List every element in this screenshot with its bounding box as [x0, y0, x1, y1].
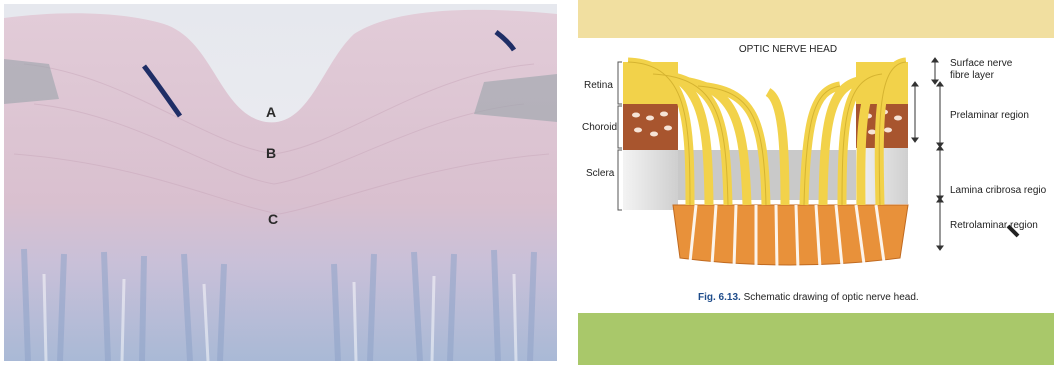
histology-image	[4, 4, 557, 361]
sclera-left	[623, 150, 678, 210]
label-retina: Retina	[584, 80, 613, 91]
label-lamina-cribrosa: Lamina cribrosa regio	[950, 185, 1047, 196]
label-a: A	[266, 104, 276, 120]
schematic-title: OPTIC NERVE HEAD	[739, 44, 837, 55]
label-fibre-layer: fibre layer	[950, 70, 995, 81]
label-sclera: Sclera	[586, 168, 615, 179]
histology-micrograph: A B C	[4, 4, 557, 361]
schematic-drawing: OPTIC NERVE HEAD Retina Choroid Sclera S…	[578, 0, 1054, 365]
page-bottom-band	[578, 313, 1054, 365]
caption-text: Schematic drawing of optic nerve head.	[741, 292, 919, 303]
label-c: C	[268, 211, 278, 227]
figure-caption: Fig. 6.13. Schematic drawing of optic ne…	[698, 292, 919, 303]
label-surface-nerve: Surface nerve	[950, 58, 1013, 69]
label-retrolaminar: Retrolaminar region	[950, 220, 1038, 231]
page-top-band	[578, 0, 1054, 38]
caption-fig-number: Fig. 6.13.	[698, 292, 741, 303]
label-prelaminar: Prelaminar region	[950, 110, 1029, 121]
retrolaminar-region	[673, 205, 908, 265]
schematic-panel: OPTIC NERVE HEAD Retina Choroid Sclera S…	[578, 0, 1054, 365]
label-choroid: Choroid	[582, 122, 617, 133]
label-b: B	[266, 145, 276, 161]
